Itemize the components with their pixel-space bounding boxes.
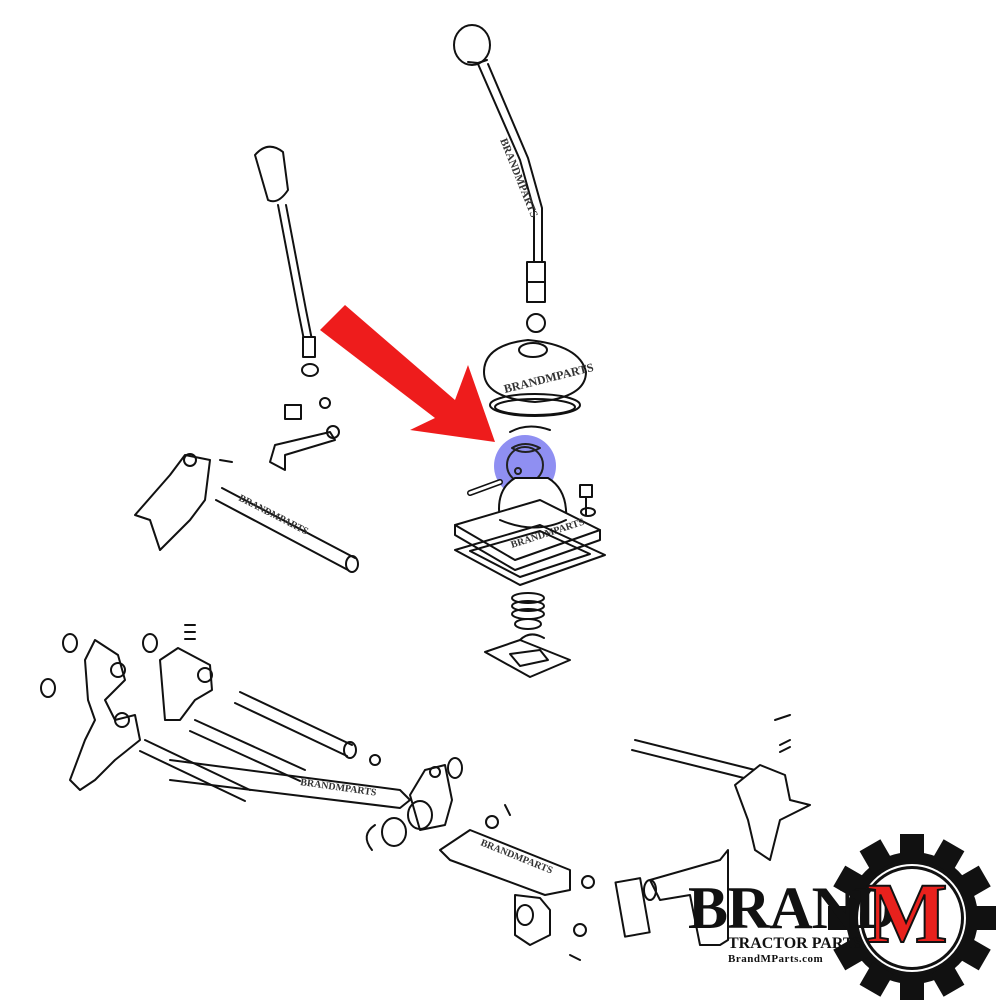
main-gear-lever: BRANDMPARTS (453, 24, 546, 333)
watermark-text: BRANDMPARTS (300, 777, 378, 799)
logo-m-letter: M (865, 865, 948, 961)
lever-boot: BRANDMPARTS (483, 339, 595, 433)
logo-url: BrandMParts.com (728, 953, 824, 965)
range-lever (254, 145, 340, 471)
pointer-arrow (320, 305, 495, 442)
upper-shift-fork: BRANDMPARTS (134, 453, 359, 573)
logo-brand-text: BRAND (688, 875, 897, 941)
lower-shift-forks (40, 624, 213, 791)
logo-gear-icon (828, 834, 996, 1000)
right-shift-fork (614, 714, 811, 946)
logo-tagline: TRACTOR PARTS (728, 935, 863, 952)
shifter-housing: BRANDMPARTS (454, 477, 606, 678)
selector-linkage: BRANDMPARTS (365, 757, 595, 961)
